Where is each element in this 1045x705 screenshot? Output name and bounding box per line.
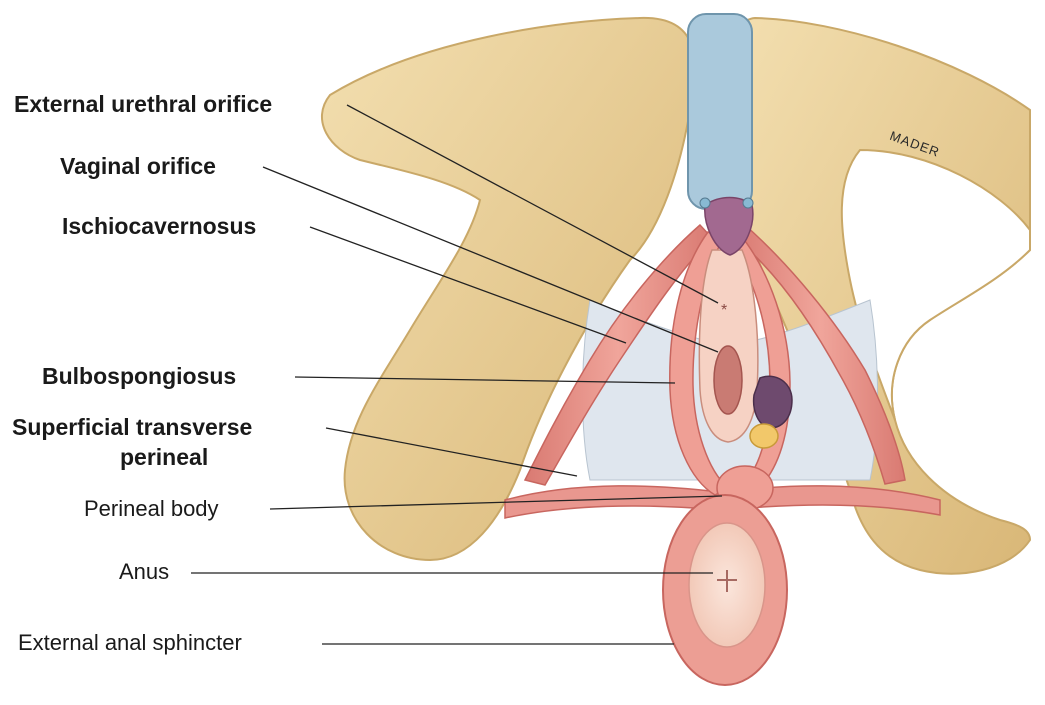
leader-external-urethral-orifice — [346, 104, 719, 304]
label-external-urethral-orifice: External urethral orifice — [14, 91, 273, 117]
urethral-orifice-mark: * — [721, 302, 727, 319]
leader-superficial-transverse — [325, 427, 578, 477]
leader-ischiocavernosus — [309, 226, 627, 344]
label-anus: Anus — [119, 559, 170, 584]
label-vaginal-orifice: Vaginal orifice — [60, 153, 216, 179]
label-superficial-transverse-line2: perineal — [120, 444, 209, 470]
leader-perineal-body — [269, 495, 723, 510]
label-bulbospongiosus: Bulbospongiosus — [42, 363, 237, 389]
left-ischiocavernosus-muscle — [523, 223, 714, 486]
vestibular-gland — [752, 375, 793, 429]
right-ischiocavernosus-muscle — [733, 223, 906, 485]
label-perineal-body: Perineal body — [84, 496, 219, 521]
vaginal-orifice-shape — [713, 345, 743, 415]
urethra-tube — [687, 13, 753, 210]
anus-center — [717, 570, 737, 592]
left-pelvic-bone — [320, 16, 696, 562]
label-ischiocavernosus: Ischiocavernosus — [62, 213, 257, 239]
right-obturator-foramen — [840, 148, 1031, 421]
leader-bulbospongiosus — [294, 376, 676, 384]
clitoris — [704, 196, 754, 256]
clitoris-detail-left — [699, 197, 711, 209]
label-superficial-transverse-line1: Superficial transverse — [12, 414, 253, 440]
leader-vaginal-orifice — [262, 166, 719, 353]
clitoris-detail-right — [742, 197, 754, 209]
vestibular-gland-tip — [749, 423, 779, 449]
label-external-anal-sphincter: External anal sphincter — [18, 630, 242, 655]
